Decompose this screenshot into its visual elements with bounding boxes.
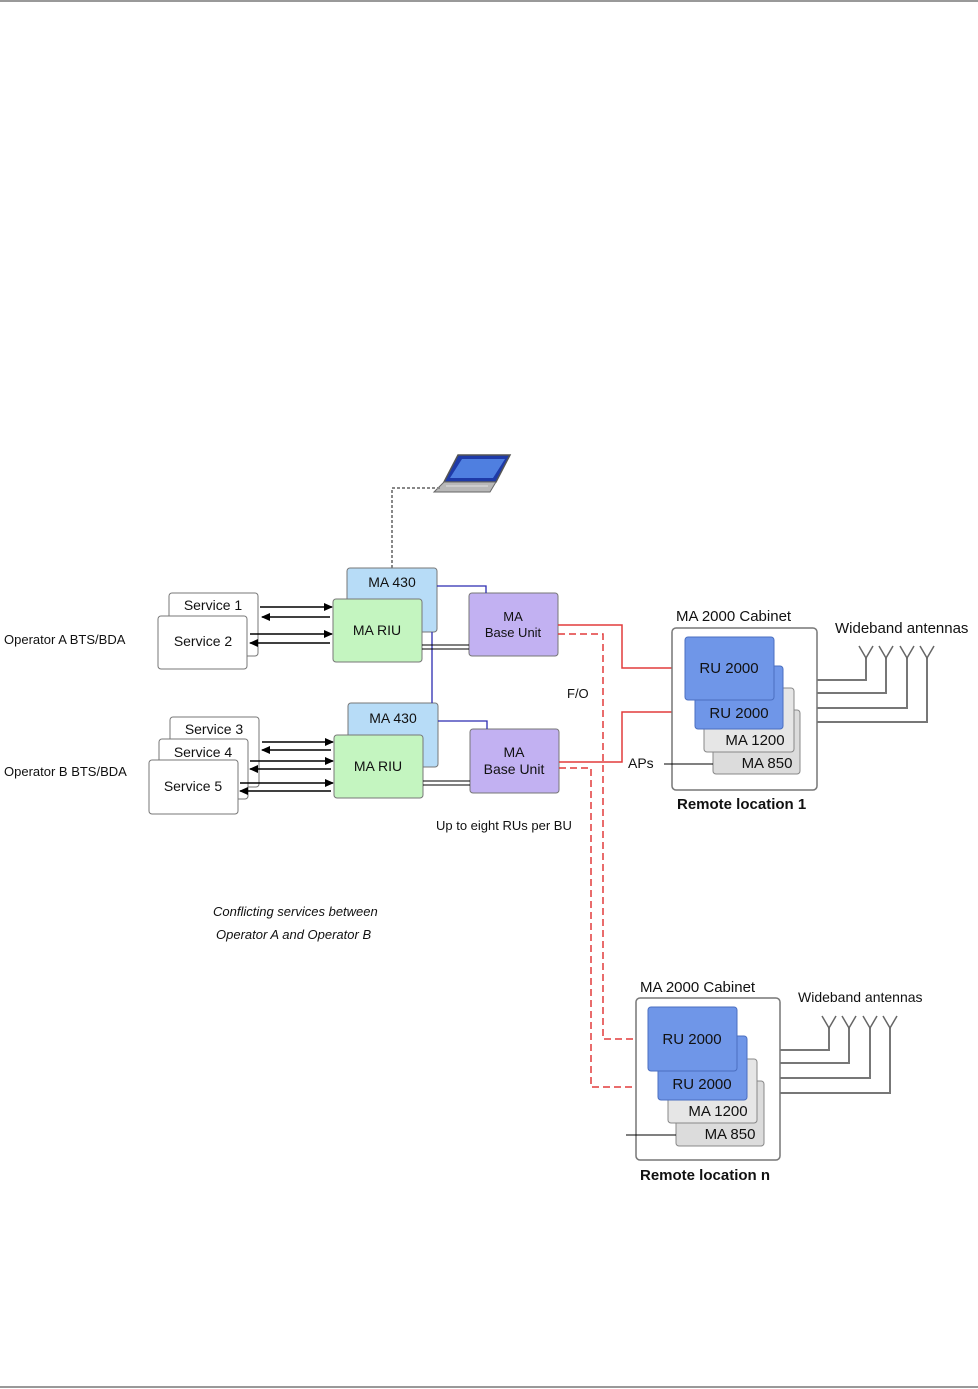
up-to-eight-label: Up to eight RUs per BU [436, 818, 572, 833]
laptop-icon [432, 454, 512, 493]
cabinet-n-title: MA 2000 Cabinet [640, 979, 756, 996]
management-link [391, 487, 440, 568]
antennas-n-feeds [780, 1028, 891, 1094]
service-5-label: Service 5 [164, 778, 223, 794]
service-1-label: Service 1 [184, 597, 243, 613]
remote-location-n-label: Remote location n [640, 1167, 770, 1184]
riu-bottom-label: MA RIU [354, 758, 402, 774]
cabinet-n-ru-back-label: RU 2000 [672, 1076, 731, 1093]
service-3-label: Service 3 [185, 721, 244, 737]
operator-b-arrows [239, 738, 334, 795]
control-links [431, 585, 488, 729]
cabinet-n-ma1200-label: MA 1200 [688, 1103, 747, 1120]
operator-a-arrows [249, 603, 333, 647]
antenna-icon [858, 645, 935, 660]
base-unit-bottom-line1: MA [504, 744, 526, 760]
fiber-links-dashed [558, 633, 658, 1088]
service-2-label: Service 2 [174, 633, 233, 649]
conflict-note-line1: Conflicting services between [213, 904, 378, 919]
base-unit-top-line2: Base Unit [485, 625, 542, 640]
antenna-icon [821, 1015, 898, 1030]
base-unit-top-box: MA Base Unit [468, 592, 559, 657]
cabinet-1-title: MA 2000 Cabinet [676, 608, 792, 625]
cabinet-1-ma1200-label: MA 1200 [725, 732, 784, 749]
base-unit-bottom-line2: Base Unit [484, 761, 545, 777]
antennas-1-label: Wideband antennas [835, 620, 968, 637]
cabinet-1-ru-front-label: RU 2000 [699, 660, 758, 677]
riu-top-box: MA RIU [332, 598, 423, 663]
operator-a-label: Operator A BTS/BDA [4, 632, 126, 647]
operator-b-label: Operator B BTS/BDA [4, 764, 127, 779]
cabinet-1-ru-back-label: RU 2000 [709, 705, 768, 722]
cabinet-1-ma850-label: MA 850 [742, 755, 793, 772]
service-5-box: Service 5 [148, 759, 239, 815]
aps-label: APs [628, 755, 654, 771]
cabinet-1-ru-front: RU 2000 [684, 636, 775, 701]
base-unit-top-line1: MA [503, 609, 523, 624]
antennas-n-label: Wideband antennas [798, 989, 923, 1005]
riu-top-label: MA RIU [353, 622, 401, 638]
cabinet-n-ma850-label: MA 850 [705, 1126, 756, 1143]
antennas-1-feeds [817, 658, 928, 723]
cabinet-n-ru-front: RU 2000 [647, 1006, 738, 1072]
ma430-top-label: MA 430 [368, 574, 416, 590]
ma430-bottom-label: MA 430 [369, 710, 417, 726]
riu-bu-links [422, 644, 470, 786]
fiber-links [558, 624, 695, 763]
service-2-box: Service 2 [157, 615, 248, 670]
service-4-label: Service 4 [174, 744, 233, 760]
base-unit-bottom-box: MA Base Unit [469, 728, 560, 794]
cabinet-n-ru-front-label: RU 2000 [662, 1031, 721, 1048]
remote-location-1-label: Remote location 1 [677, 796, 806, 813]
fo-label: F/O [567, 686, 589, 701]
riu-bottom-box: MA RIU [333, 734, 424, 799]
conflict-note-line2: Operator A and Operator B [216, 927, 371, 942]
